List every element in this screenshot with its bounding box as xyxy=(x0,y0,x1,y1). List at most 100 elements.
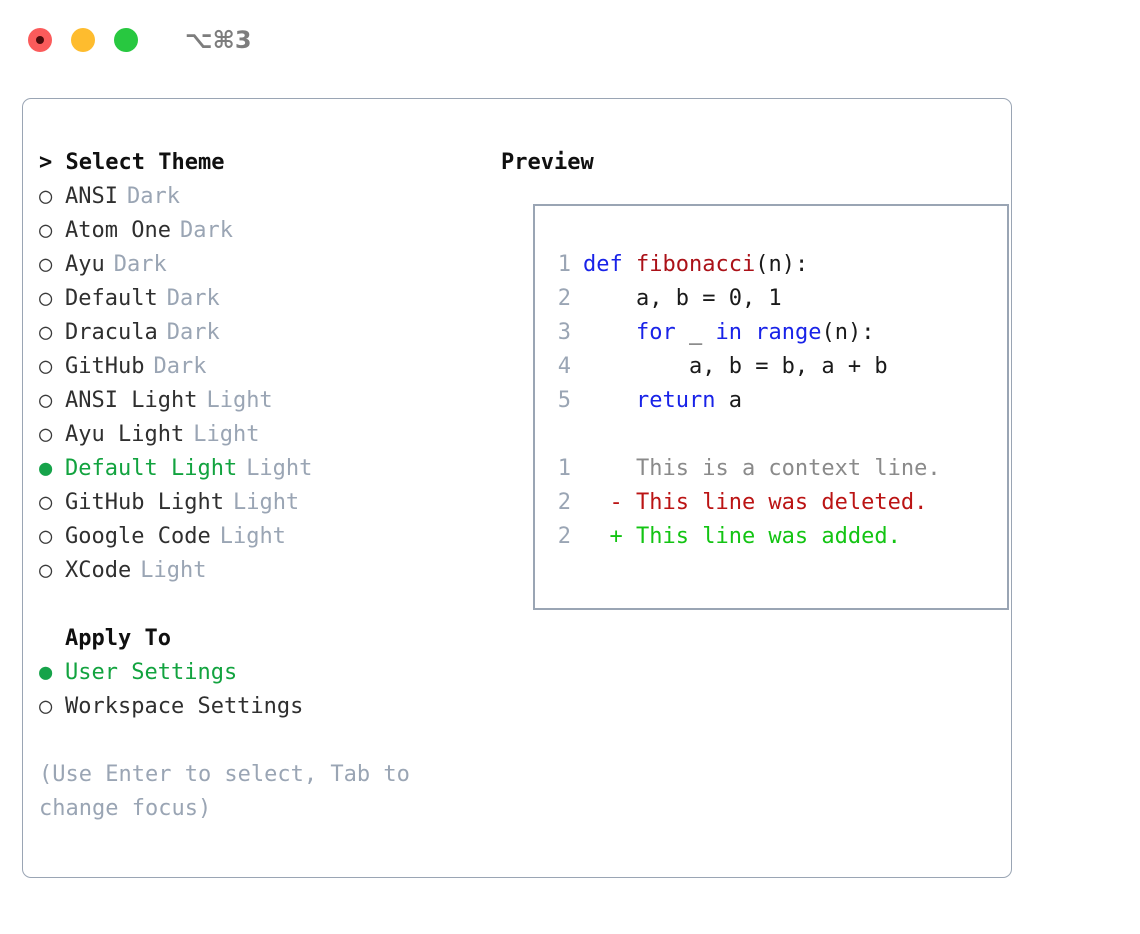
window-controls xyxy=(28,28,138,52)
title-bar: ⌥⌘3 xyxy=(0,0,1140,80)
select-theme-heading-label: Select Theme xyxy=(65,150,225,175)
list-spacer xyxy=(39,588,489,622)
code-line-text: a, b = 0, 1 xyxy=(583,282,782,316)
code-blank-line xyxy=(549,418,941,452)
diff-line-text: This is a context line. xyxy=(583,456,941,481)
radio-unselected-icon: ○ xyxy=(39,694,53,719)
apply-to-item-label: User Settings xyxy=(65,660,238,685)
radio-unselected-icon: ○ xyxy=(39,184,53,209)
close-button[interactable] xyxy=(28,28,52,52)
theme-item-tag: Light xyxy=(206,388,273,413)
theme-item-label: XCode xyxy=(65,558,132,583)
theme-item-tag: Light xyxy=(232,490,300,515)
radio-unselected-icon: ○ xyxy=(39,524,53,549)
line-number: 5 xyxy=(557,388,571,413)
theme-item-tag: Light xyxy=(193,422,260,447)
code-token: a, b = 0, 1 xyxy=(635,286,782,311)
theme-item-tag: Light xyxy=(246,456,313,481)
line-number: 2 xyxy=(557,524,571,549)
diff-line: 2 + This line was added. xyxy=(549,520,941,554)
code-line: 3 for _ in range(n): xyxy=(549,316,941,350)
theme-item-label: Default Light xyxy=(65,456,238,481)
theme-item[interactable]: ○ ANSI Light Light xyxy=(39,384,489,418)
minimize-button[interactable] xyxy=(71,28,95,52)
theme-item-label: Google Code xyxy=(65,524,211,549)
radio-unselected-icon: ○ xyxy=(39,252,53,277)
code-line-text: a, b = b, a + b xyxy=(583,350,888,384)
code-line: 4 a, b = b, a + b xyxy=(549,350,941,384)
radio-unselected-icon: ○ xyxy=(39,490,53,515)
apply-to-list[interactable]: ● User Settings ○ Workspace Settings xyxy=(39,656,489,724)
prompt-caret-icon: > xyxy=(39,150,53,175)
select-theme-heading: > Select Theme xyxy=(39,146,489,180)
code-token: _ xyxy=(688,320,716,345)
radio-selected-icon: ● xyxy=(39,660,53,685)
line-number: 2 xyxy=(557,286,571,311)
radio-selected-icon: ● xyxy=(39,456,53,481)
diff-line: 2 - This line was deleted. xyxy=(549,486,941,520)
code-line-text: for _ in range(n): xyxy=(583,316,874,350)
theme-item[interactable]: ○ GitHub Light Light xyxy=(39,486,489,520)
theme-item[interactable]: ○ Dracula Dark xyxy=(39,316,489,350)
code-token: fibonacci xyxy=(635,252,756,277)
theme-item[interactable]: ○ Ayu Light Light xyxy=(39,418,489,452)
maximize-button[interactable] xyxy=(114,28,138,52)
line-number: 1 xyxy=(557,456,571,481)
theme-item[interactable]: ○ XCode Light xyxy=(39,554,489,588)
line-number: 1 xyxy=(557,252,571,277)
apply-to-item-label: Workspace Settings xyxy=(65,694,304,719)
radio-unselected-icon: ○ xyxy=(39,286,53,311)
theme-item-tag: Dark xyxy=(166,286,220,311)
code-token: a, b = b, a + b xyxy=(688,354,888,379)
radio-unselected-icon: ○ xyxy=(39,558,53,583)
code-token: a xyxy=(728,388,742,413)
theme-item-tag: Light xyxy=(219,524,286,549)
theme-item-label: GitHub Light xyxy=(65,490,224,515)
line-number: 4 xyxy=(557,354,571,379)
theme-item-label: Ayu Light xyxy=(65,422,185,447)
code-token: in xyxy=(715,320,756,345)
code-token: range xyxy=(755,320,822,345)
radio-unselected-icon: ○ xyxy=(39,354,53,379)
diff-line-text: - This line was deleted. xyxy=(583,490,928,515)
code-line: 2 a, b = 0, 1 xyxy=(549,282,941,316)
theme-item-tag: Light xyxy=(140,558,207,583)
code-token: (n): xyxy=(755,252,809,277)
keyboard-shortcut-label: ⌥⌘3 xyxy=(185,26,252,54)
theme-item[interactable]: ○ ANSI Dark xyxy=(39,180,489,214)
code-line: 5 return a xyxy=(549,384,941,418)
theme-item-label: ANSI xyxy=(65,184,118,209)
radio-unselected-icon: ○ xyxy=(39,422,53,447)
theme-item-tag: Dark xyxy=(126,184,180,209)
theme-item[interactable]: ● Default Light Light xyxy=(39,452,489,486)
diff-line-text: + This line was added. xyxy=(583,524,901,549)
code-line-text: return a xyxy=(583,384,742,418)
theme-item-tag: Dark xyxy=(179,218,233,243)
theme-item-label: Dracula xyxy=(65,320,158,345)
code-token: (n): xyxy=(821,320,875,345)
code-line: 1 def fibonacci(n): xyxy=(549,248,941,282)
apply-to-item[interactable]: ● User Settings xyxy=(39,656,489,690)
apply-to-item[interactable]: ○ Workspace Settings xyxy=(39,690,489,724)
preview-heading: Preview xyxy=(501,150,594,175)
code-line-text: def fibonacci(n): xyxy=(583,248,808,282)
radio-unselected-icon: ○ xyxy=(39,320,53,345)
theme-item[interactable]: ○ Google Code Light xyxy=(39,520,489,554)
keyboard-hint-text: (Use Enter to select, Tab to change focu… xyxy=(39,762,410,821)
theme-item-tag: Dark xyxy=(153,354,207,379)
theme-item-tag: Dark xyxy=(166,320,220,345)
code-token: return xyxy=(635,388,729,413)
radio-unselected-icon: ○ xyxy=(39,388,53,413)
theme-item-label: ANSI Light xyxy=(65,388,198,413)
line-number: 3 xyxy=(557,320,571,345)
